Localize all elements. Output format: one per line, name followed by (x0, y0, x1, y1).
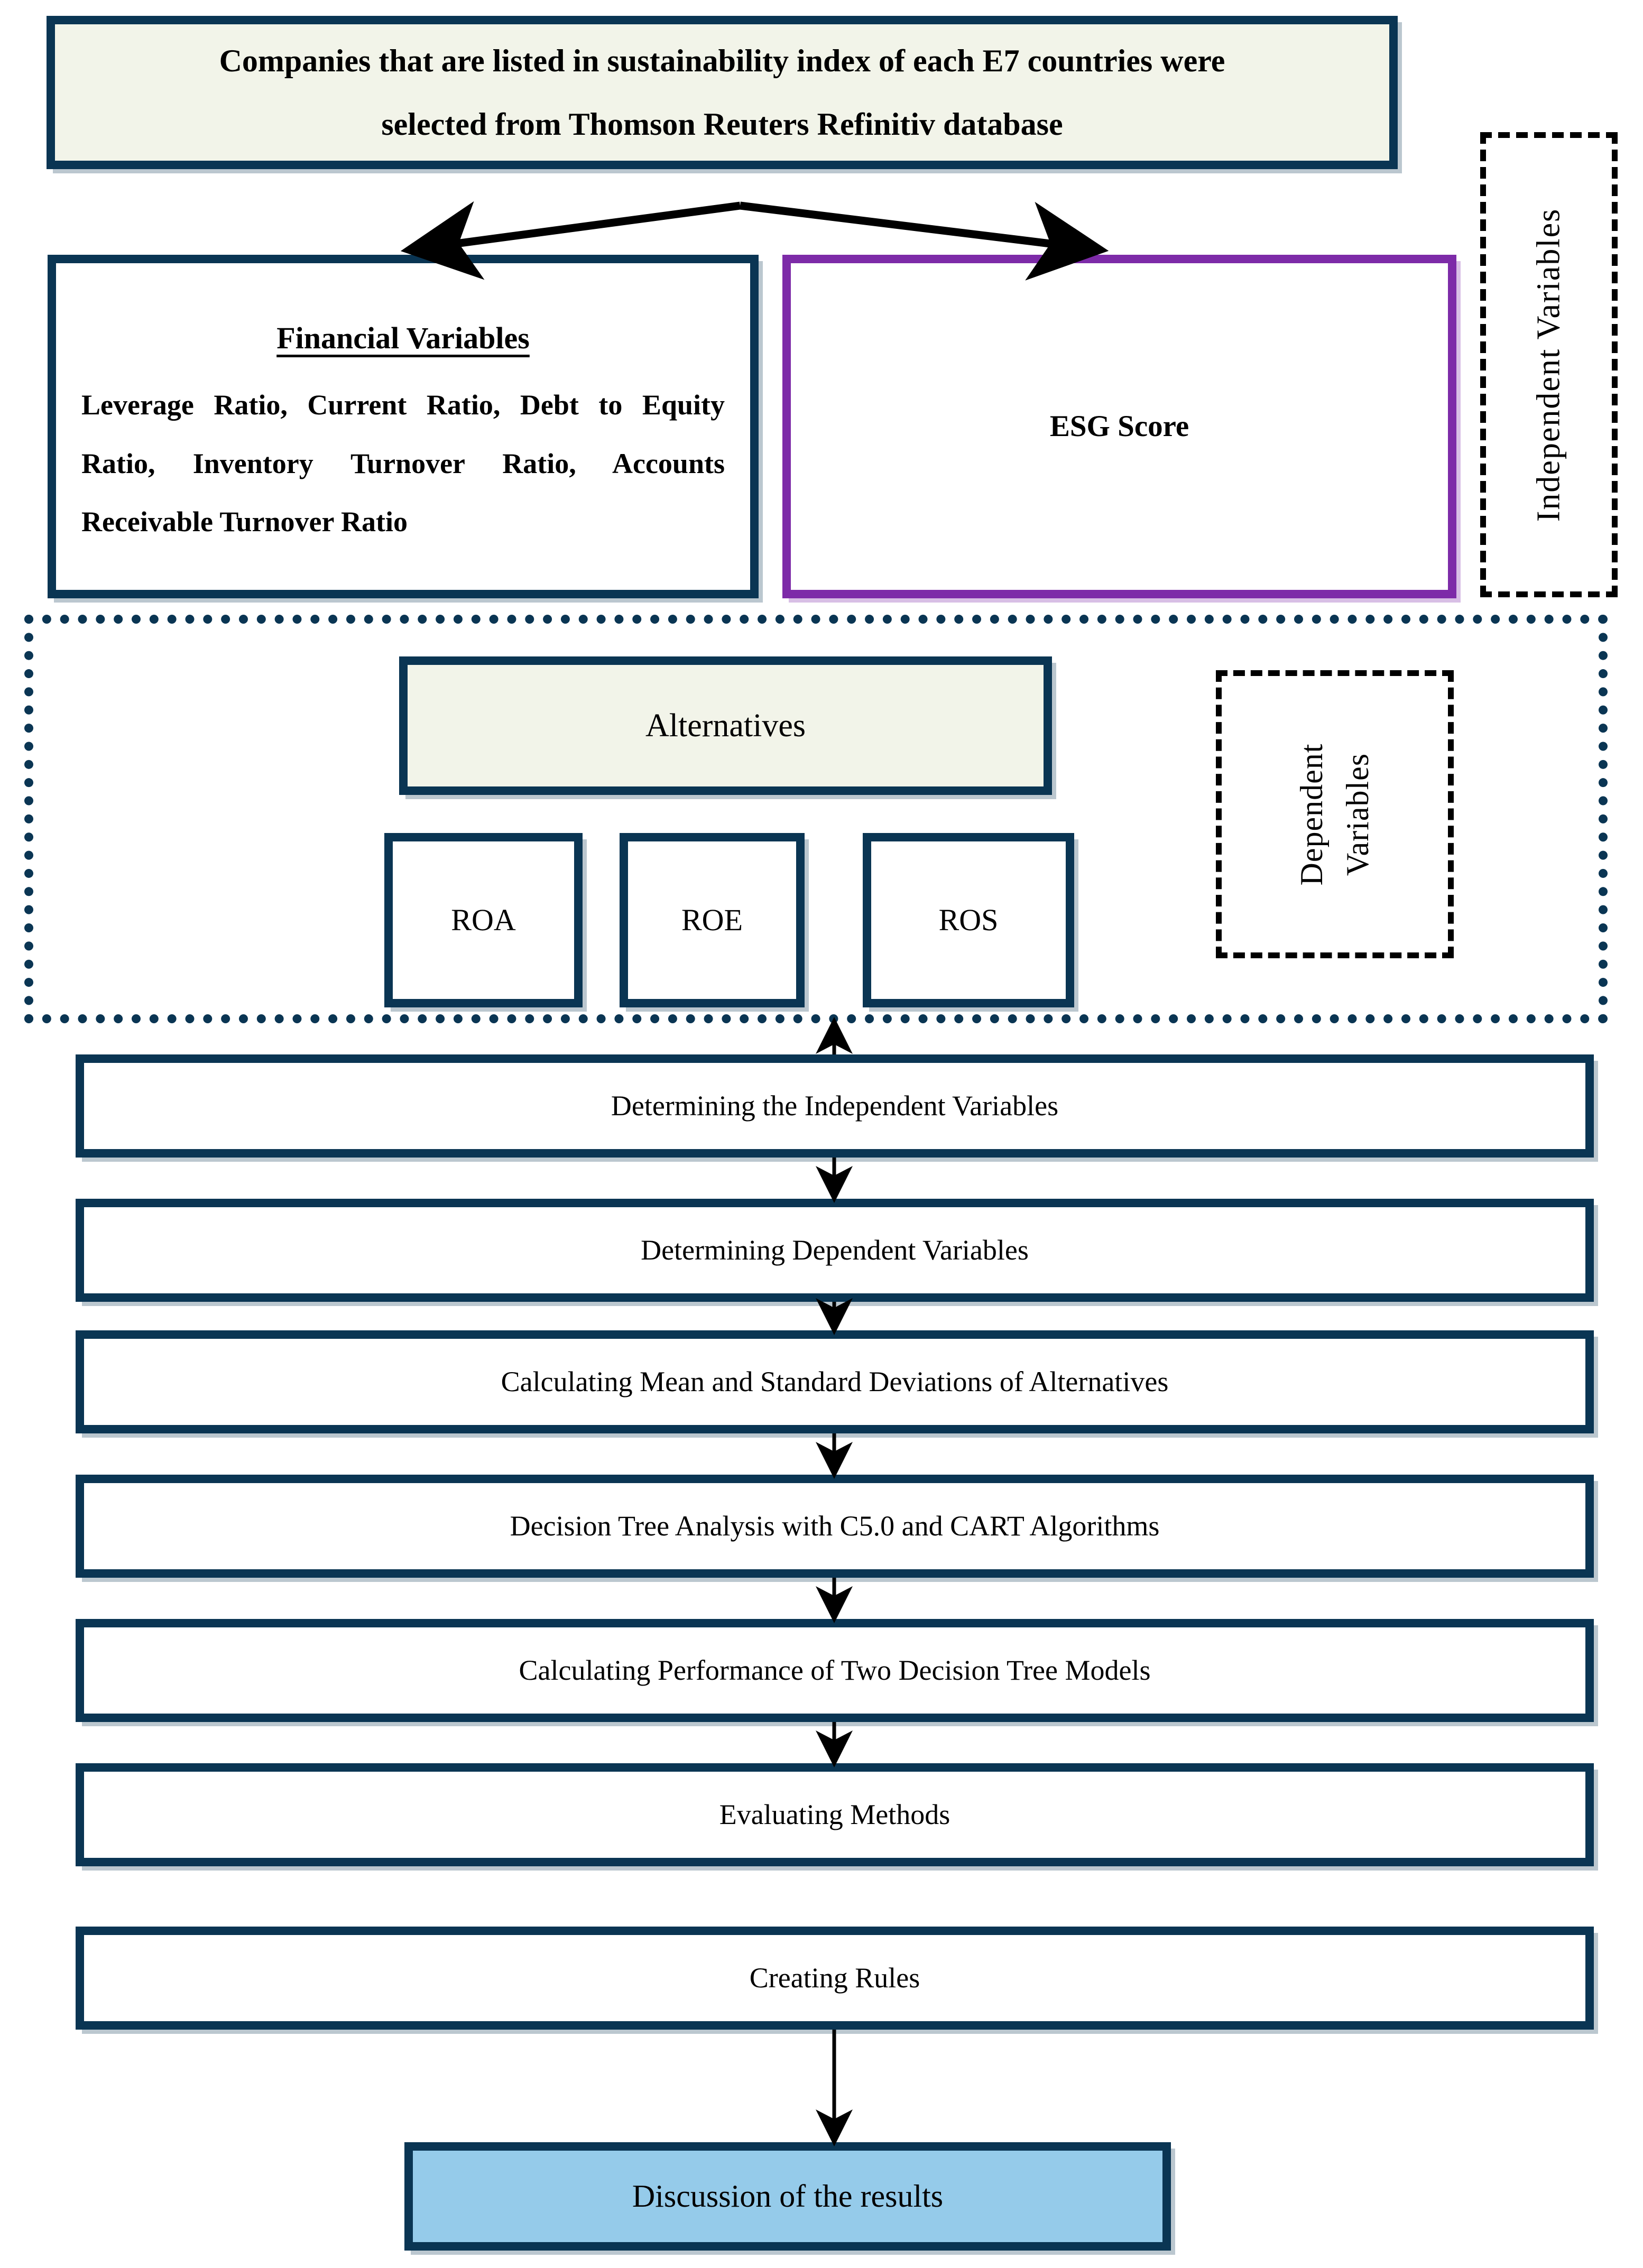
alternative-ros-label: ROS (938, 903, 999, 938)
alternative-item-ros[interactable]: ROS (863, 833, 1074, 1007)
financial-variables-body: Leverage Ratio, Current Ratio, Debt to E… (81, 388, 725, 538)
esg-score-label: ESG Score (1049, 409, 1189, 443)
independent-variables-annotation: Independent Variables (1480, 132, 1618, 597)
esg-score-box[interactable]: ESG Score (782, 255, 1456, 598)
alternatives-label: Alternatives (645, 707, 806, 744)
process-step-label: Determining Dependent Variables (641, 1234, 1029, 1266)
process-step-label: Creating Rules (749, 1961, 920, 1994)
result-box-discussion[interactable]: Discussion of the results (404, 2142, 1171, 2251)
process-step-calculating-performance[interactable]: Calculating Performance of Two Decision … (76, 1619, 1594, 1722)
alternative-item-roa[interactable]: ROA (384, 833, 583, 1007)
process-step-label: Decision Tree Analysis with C5.0 and CAR… (510, 1510, 1160, 1542)
process-step-label: Evaluating Methods (719, 1798, 950, 1830)
financial-variables-title: Financial Variables (276, 321, 530, 356)
independent-variables-label: Independent Variables (1530, 208, 1567, 522)
process-step-calculating-mean-std[interactable]: Calculating Mean and Standard Deviations… (76, 1330, 1594, 1433)
source-data-line1: Companies that are listed in sustainabil… (219, 43, 1225, 78)
process-step-creating-rules[interactable]: Creating Rules (76, 1927, 1594, 2030)
arrow-source-to-financial (400, 201, 741, 280)
process-step-label: Calculating Performance of Two Decision … (519, 1654, 1151, 1686)
alternative-item-roe[interactable]: ROE (620, 833, 805, 1007)
process-step-determining-independent-variables[interactable]: Determining the Independent Variables (76, 1054, 1594, 1158)
dependent-variables-line2: Variables (1340, 753, 1375, 876)
alternative-roa-label: ROA (451, 903, 516, 938)
process-step-determining-dependent-variables[interactable]: Determining Dependent Variables (76, 1199, 1594, 1302)
financial-variables-box[interactable]: Financial Variables Leverage Ratio, Curr… (48, 255, 759, 598)
process-step-evaluating-methods[interactable]: Evaluating Methods (76, 1763, 1594, 1866)
dependent-variables-label: Dependent Variables (1289, 701, 1381, 928)
source-data-line2: selected from Thomson Reuters Refinitiv … (381, 107, 1063, 142)
alternatives-box[interactable]: Alternatives (399, 656, 1052, 795)
dependent-variables-annotation: Dependent Variables (1216, 670, 1454, 958)
alternative-roe-label: ROE (681, 903, 743, 938)
process-step-decision-tree-analysis[interactable]: Decision Tree Analysis with C5.0 and CAR… (76, 1475, 1594, 1578)
source-data-text: Companies that are listed in sustainabil… (182, 29, 1262, 156)
arrow-source-to-esg (740, 201, 1109, 281)
dependent-variables-group-frame (24, 615, 1608, 1023)
financial-variables-content: Financial Variables Leverage Ratio, Curr… (56, 297, 750, 557)
process-step-label: Determining the Independent Variables (611, 1089, 1059, 1122)
process-step-label: Calculating Mean and Standard Deviations… (501, 1365, 1169, 1397)
result-box-label: Discussion of the results (632, 2179, 944, 2214)
source-data-box[interactable]: Companies that are listed in sustainabil… (47, 16, 1398, 169)
dependent-variables-line1: Dependent (1294, 743, 1329, 885)
